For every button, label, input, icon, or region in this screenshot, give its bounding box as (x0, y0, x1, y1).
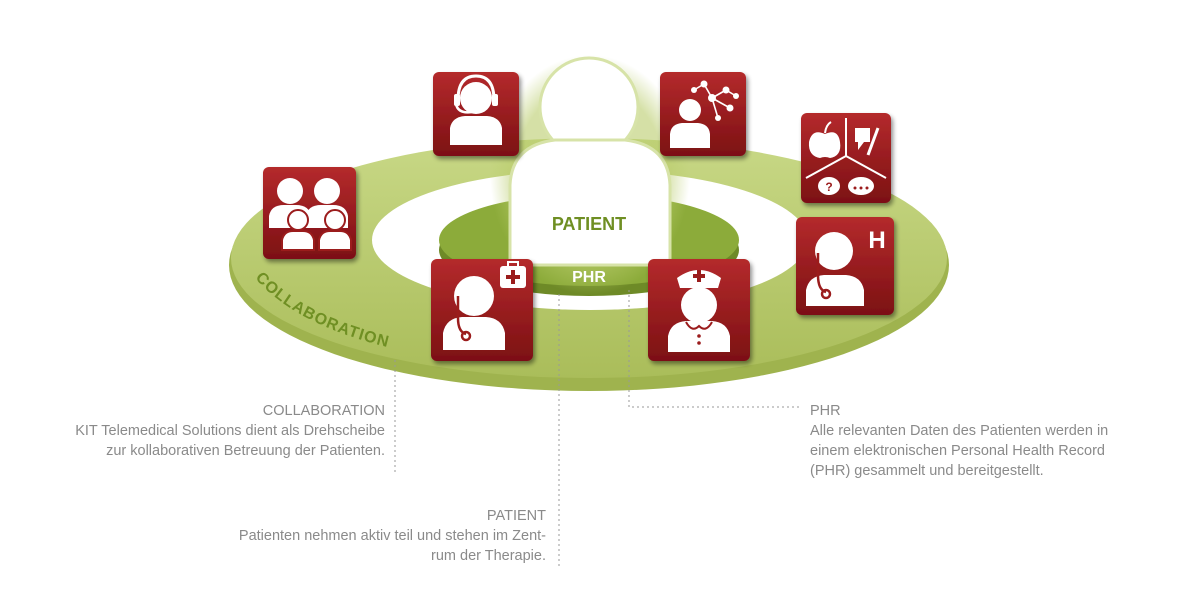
phr-callout-title: PHR (810, 403, 841, 419)
call-center-tile (433, 72, 519, 156)
lifestyle-tile: ? (801, 113, 891, 203)
phr-label: PHR (572, 269, 606, 286)
nurse-icon (668, 270, 730, 352)
patient-figure (490, 55, 690, 295)
phr-callout-line: (PHR) gesammelt und bereitgestellt. (810, 463, 1044, 479)
collaboration-callout: COLLABORATION KIT Telemedical Solutions … (30, 401, 385, 461)
patient-callout-title: PATIENT (486, 508, 546, 524)
headset-person-icon (450, 74, 502, 145)
patient-callout-line: Patienten nehmen aktiv teil und stehen i… (238, 528, 546, 544)
phr-callout: PHR Alle relevanten Daten des Patienten … (810, 401, 1160, 481)
doctor-tile (431, 259, 533, 361)
doctor-medkit-icon (443, 261, 526, 350)
svg-text:H: H (868, 227, 885, 254)
collaboration-callout-line: zur kollaborativen Betreuung der Patient… (106, 443, 385, 459)
nurse-tile (648, 259, 750, 361)
hospital-doctor-icon: H (806, 227, 886, 306)
hospital-doctor-tile: H (796, 217, 894, 315)
network-tile (660, 72, 746, 156)
social-network-icon (670, 80, 739, 148)
family-icon (269, 178, 352, 251)
apple-chat-icon: ? (805, 118, 887, 195)
patient-callout-line: rum der Therapie. (431, 548, 546, 564)
patient-label: PATIENT (552, 214, 626, 234)
svg-text:?: ? (825, 180, 832, 194)
patient-callout: PATIENT Patienten nehmen aktiv teil und … (150, 506, 546, 566)
phr-callout-line: einem elektronischen Personal Health Rec… (810, 443, 1105, 459)
family-tile (263, 167, 356, 259)
collaboration-callout-line: KIT Telemedical Solutions dient als Dreh… (75, 423, 385, 439)
connector-lines (394, 290, 800, 566)
phr-callout-line: Alle relevanten Daten des Patienten werd… (810, 423, 1109, 439)
collaboration-callout-title: COLLABORATION (262, 403, 385, 419)
